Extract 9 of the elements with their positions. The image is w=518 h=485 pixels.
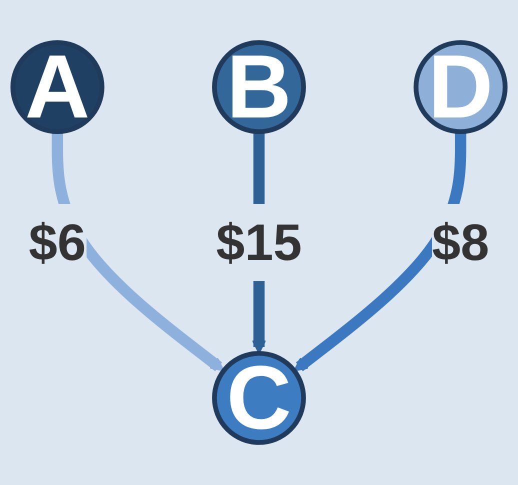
edge-label: $8	[432, 214, 490, 272]
arrow	[294, 132, 466, 372]
arrow	[52, 132, 224, 372]
node-circle: D	[414, 40, 508, 134]
node-circle: A	[10, 40, 104, 134]
node-circle: C	[212, 350, 306, 445]
edge-label: $6	[28, 214, 86, 272]
node-circle: B	[212, 40, 306, 134]
edge-label: $15	[216, 214, 302, 272]
